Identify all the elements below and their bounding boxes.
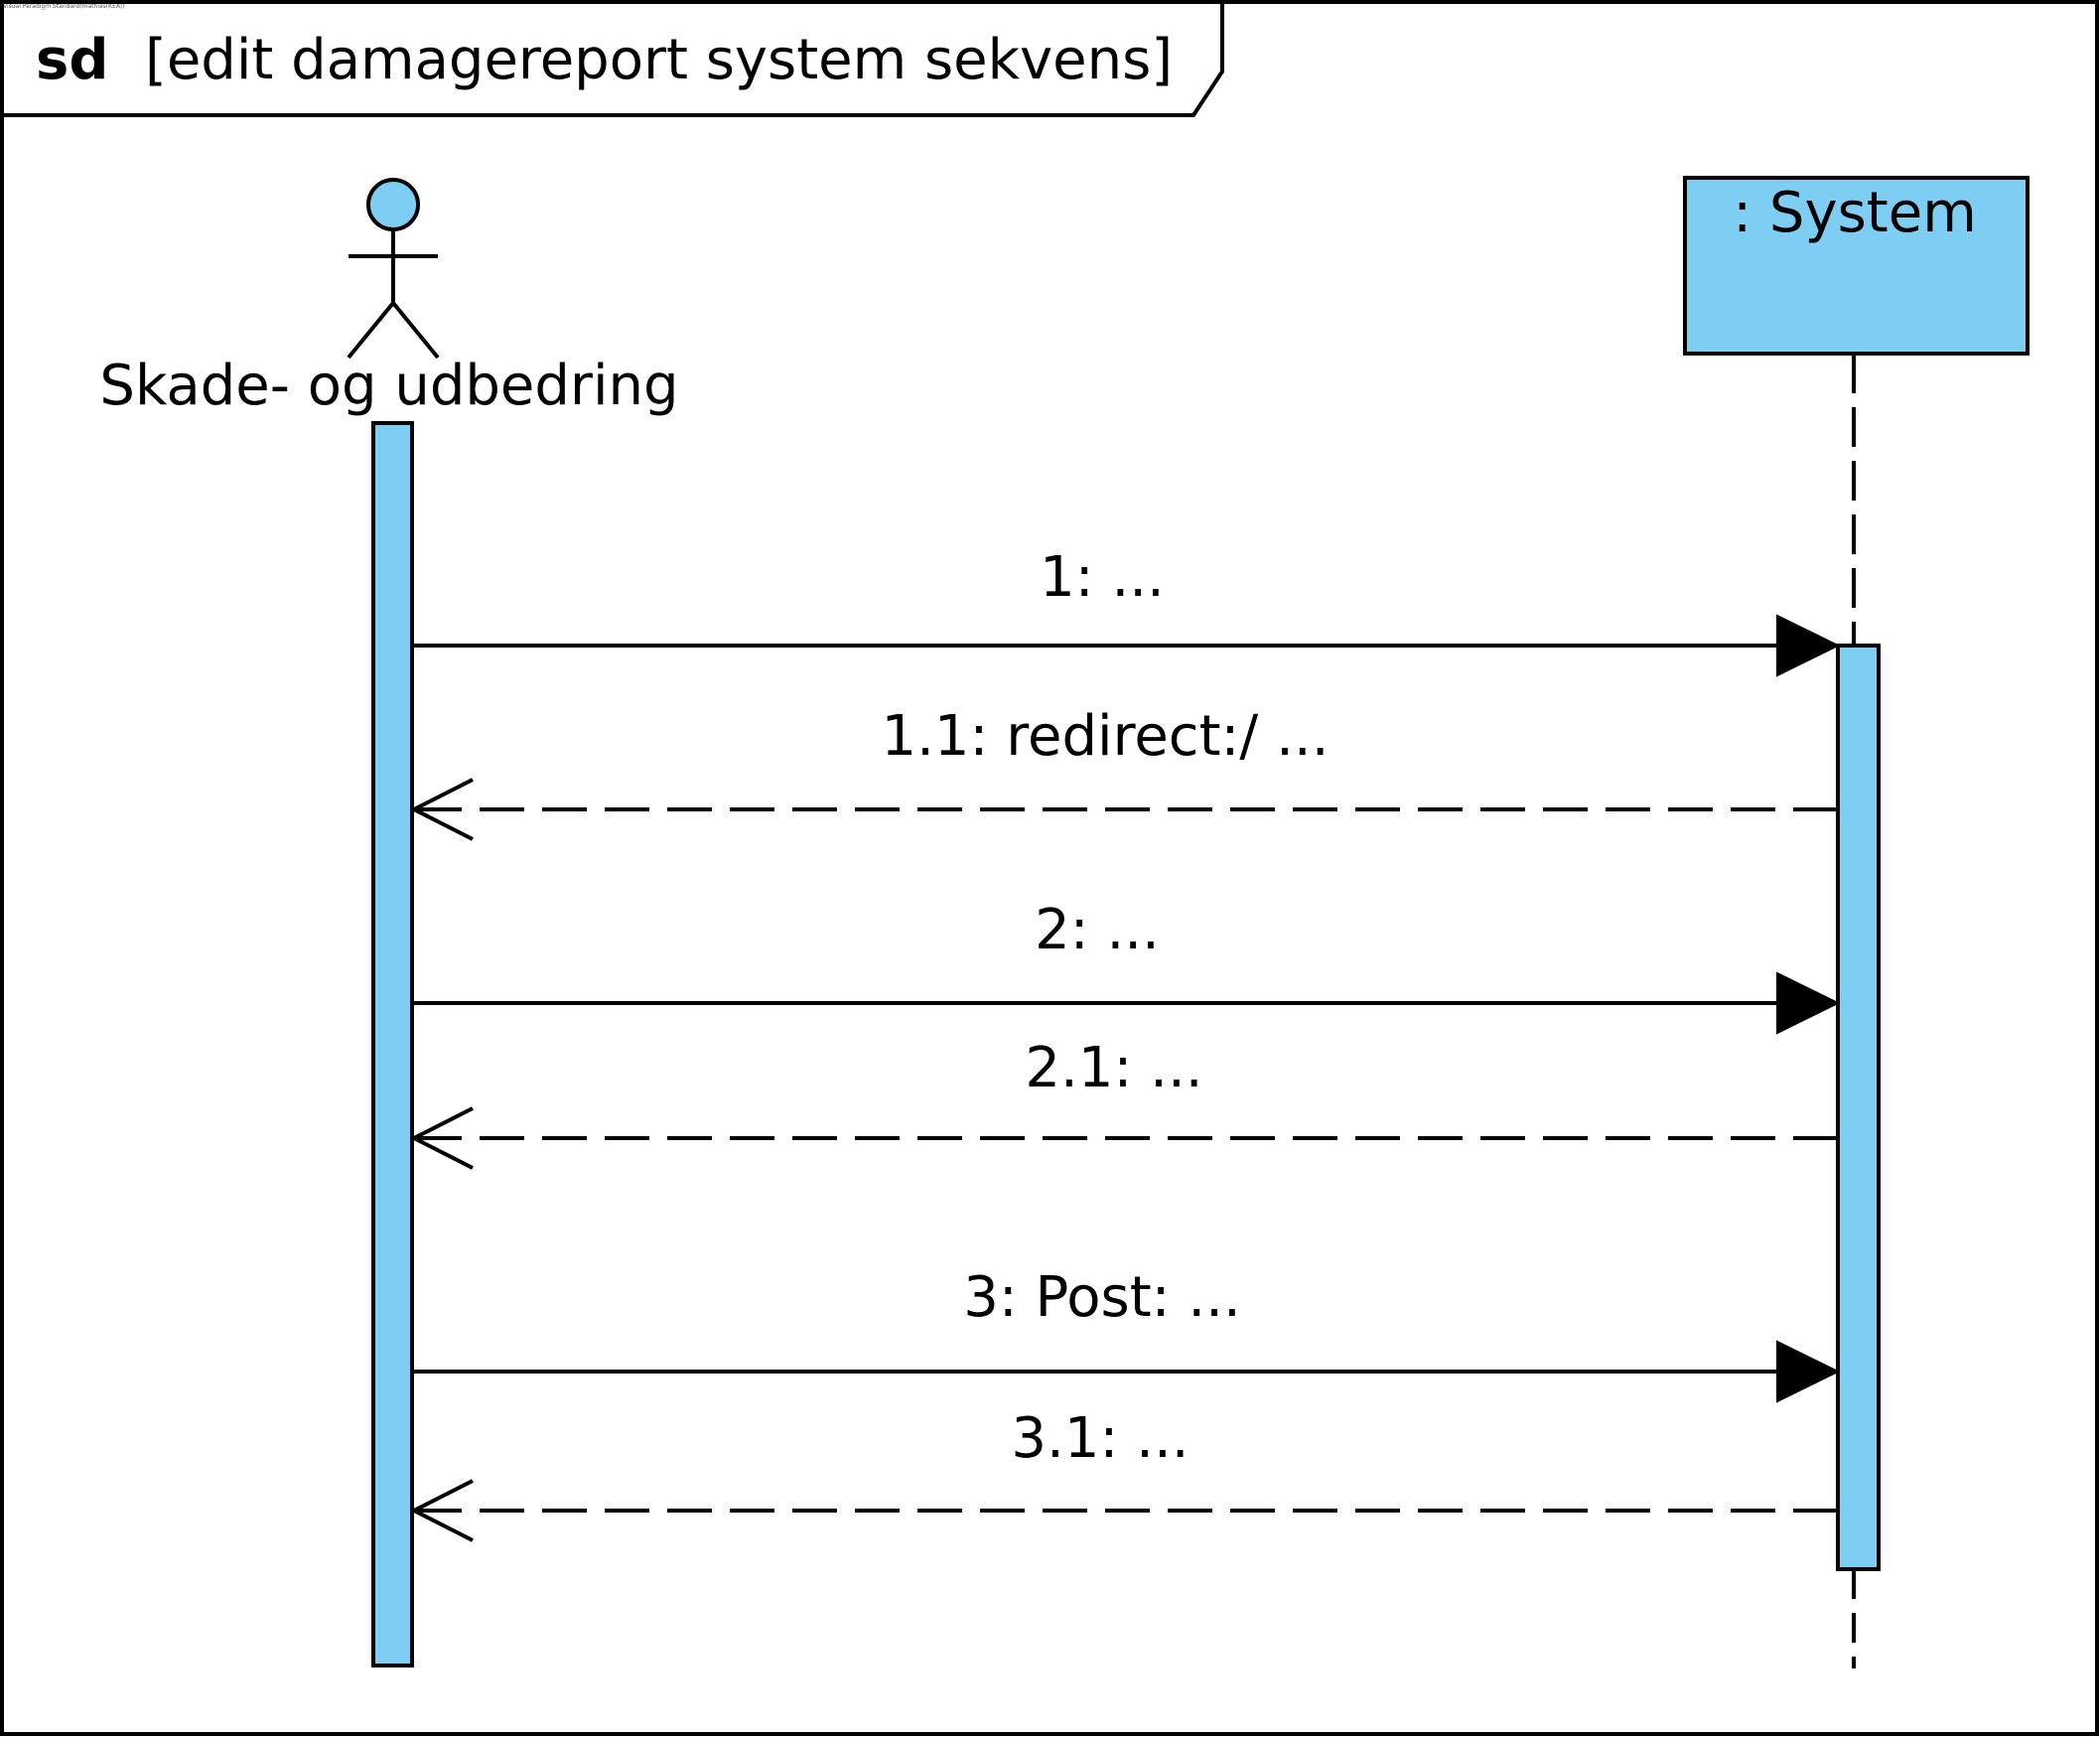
message-3: 3: Post: ... — [412, 1265, 1841, 1403]
actor-name: Skade- og udbedring — [99, 354, 678, 418]
actor-activation-bar — [371, 421, 414, 1667]
message-2-1: 2.1: ... — [409, 1036, 1838, 1170]
sync-arrowhead-icon — [1776, 971, 1841, 1035]
system-lifeline-name: : System — [1733, 181, 1977, 245]
watermark: Visual Paradigm Standard(mathias(KEA)) — [3, 3, 125, 10]
reply-arrowhead-icon — [409, 778, 474, 841]
system-activation-bar — [1836, 644, 1881, 1571]
message-2: 2: ... — [412, 898, 1841, 1035]
message-1-label: 1: ... — [1040, 545, 1165, 610]
system-lifeline-head — [1683, 176, 2030, 356]
reply-arrowhead-icon — [409, 1479, 474, 1542]
actor-icon — [347, 178, 440, 360]
message-3-label: 3: Post: ... — [963, 1265, 1241, 1330]
sync-arrowhead-icon — [1776, 614, 1841, 677]
message-1-1-label: 1.1: redirect:/ ... — [881, 704, 1329, 769]
message-1: 1: ... — [412, 545, 1841, 677]
frame-title-tab — [2, 2, 1224, 117]
message-3-1-label: 3.1: ... — [1011, 1406, 1189, 1471]
sync-arrowhead-icon — [1776, 1340, 1841, 1403]
frame-keyword: sd — [36, 28, 108, 92]
message-1-1: 1.1: redirect:/ ... — [409, 704, 1838, 841]
reply-arrowhead-icon — [409, 1106, 474, 1170]
message-3-1: 3.1: ... — [409, 1406, 1838, 1542]
message-2-1-label: 2.1: ... — [1025, 1036, 1202, 1100]
frame-title: [edit damagereport system sekvens] — [145, 28, 1173, 92]
message-2-label: 2: ... — [1035, 898, 1160, 962]
